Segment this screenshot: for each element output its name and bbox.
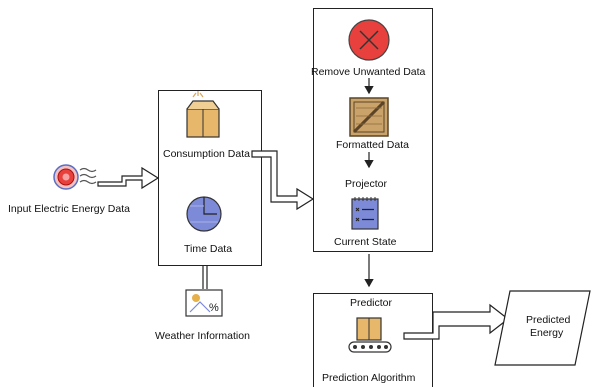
weather-icon: % [185, 289, 223, 317]
predicted-energy-shape [494, 290, 591, 366]
input-to-data-arrow [97, 166, 160, 190]
predictor-label: Predictor [350, 297, 393, 309]
algorithm-label: Prediction Algorithm [322, 372, 416, 384]
time-label: Time Data [184, 243, 233, 255]
output-label-line1: Predicted [526, 314, 571, 326]
remove-label: Remove Unwanted Data [311, 66, 426, 78]
data-to-projector-arrow [251, 150, 315, 211]
input-label: Input Electric Energy Data [8, 203, 130, 215]
remove-icon [348, 19, 390, 61]
time-data-icon [186, 196, 222, 232]
formatted-data-icon [349, 97, 389, 137]
predictor-to-output-arrow [403, 303, 509, 340]
output-label-line2: Energy [530, 327, 564, 339]
consumption-label: Consumption Data [163, 148, 250, 160]
current-state-label: Current State [334, 236, 397, 248]
weather-label: Weather Information [155, 330, 250, 342]
electric-energy-icon [53, 164, 97, 190]
consumption-data-icon [186, 91, 220, 138]
prediction-algorithm-icon [348, 317, 392, 353]
svg-text:%: % [209, 302, 219, 314]
current-state-icon [351, 197, 379, 230]
projector-label: Projector [345, 178, 388, 190]
formatted-label: Formatted Data [336, 139, 409, 151]
